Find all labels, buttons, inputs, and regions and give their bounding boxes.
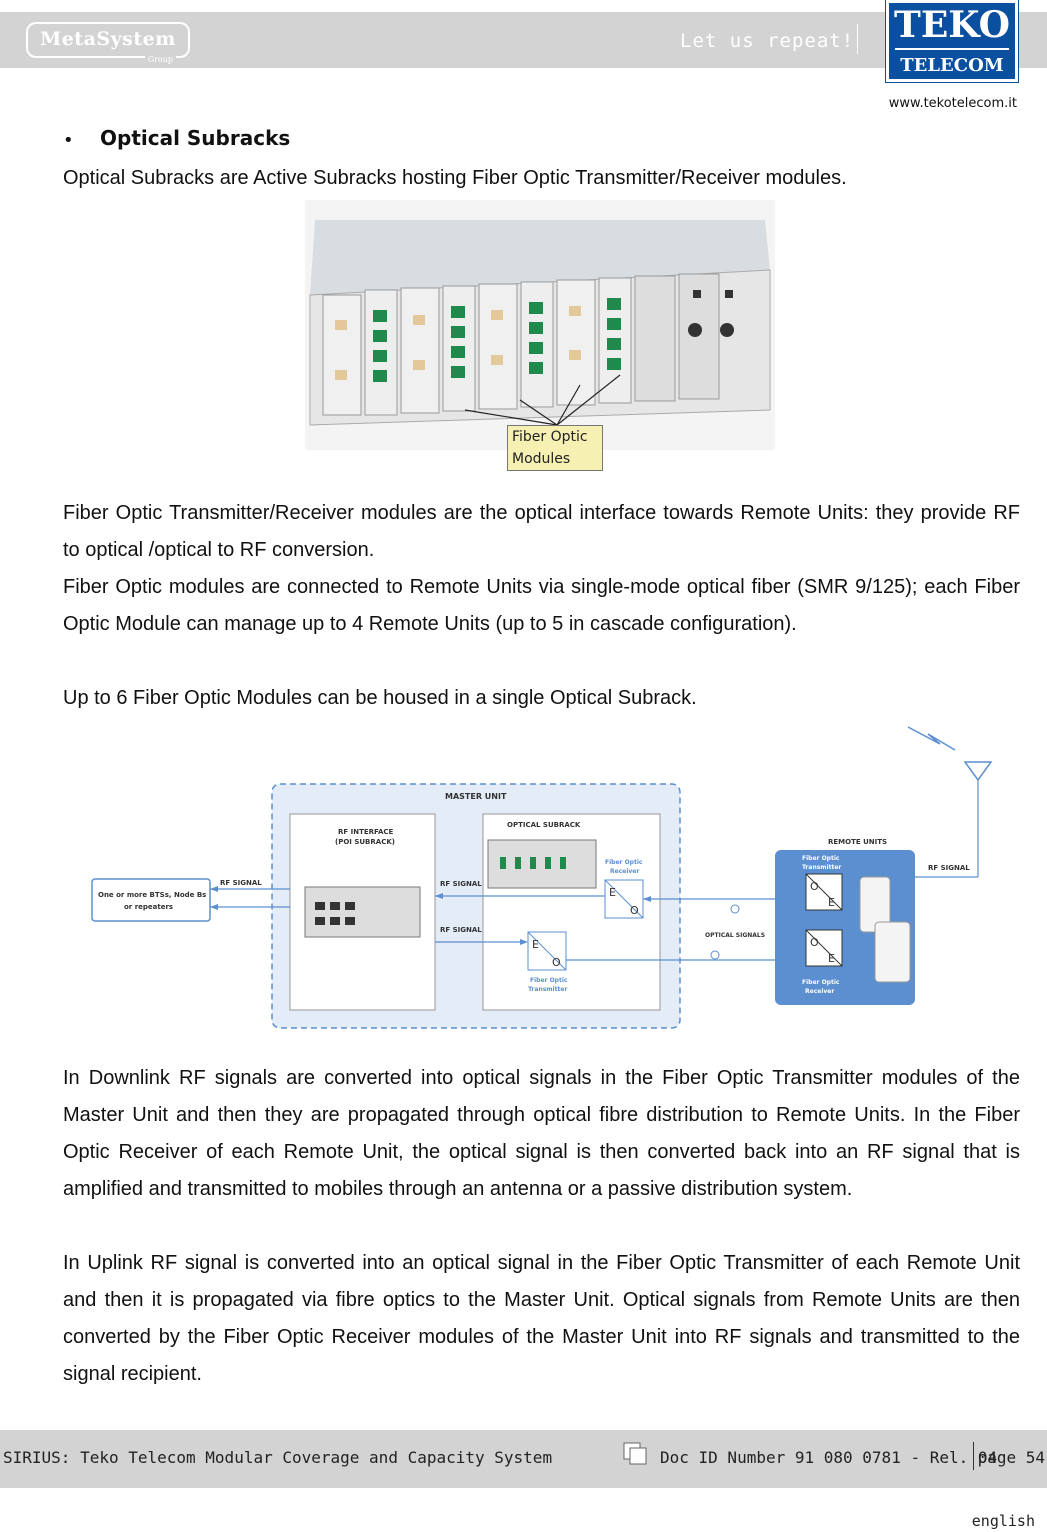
section-heading: Optical Subracks <box>100 126 291 150</box>
footer-divider <box>973 1442 974 1470</box>
remote-units-label: REMOTE UNITS <box>828 838 887 846</box>
ru-tx-e: E <box>828 896 835 909</box>
paragraph-5: In Uplink RF signal is converted into an… <box>63 1252 1020 1385</box>
teko-logo-rule <box>895 48 1009 50</box>
optical-subrack-label: OPTICAL SUBRACK <box>507 821 581 829</box>
rf-interface-label-1: RF INTERFACE <box>338 828 394 836</box>
footer-bar <box>0 1430 1047 1488</box>
ru-receiver-label-2: Receiver <box>805 988 834 995</box>
fo-receiver-e: E <box>609 886 616 899</box>
paragraph-4: In Downlink RF signals are converted int… <box>63 1067 1020 1200</box>
ru-receiver-label-1: Fiber Optic <box>802 979 840 986</box>
rf-signal-label-left: RF SIGNAL <box>220 879 262 887</box>
paragraph-1: Fiber Optic Transmitter/Receiver modules… <box>63 502 1020 561</box>
paragraph-3: Up to 6 Fiber Optic Modules can be house… <box>63 687 697 709</box>
photo-caption-line2: Modules <box>512 451 571 467</box>
rf-signal-label-right: RF SIGNAL <box>928 864 970 872</box>
rf-interface-label-2: (POI SUBRACK) <box>335 838 395 846</box>
footer-doc-id: Doc ID Number 91 080 0781 - Rel. 04 <box>660 1448 998 1467</box>
teko-telecom-logo: TEKO TELECOM <box>886 0 1018 82</box>
photo-caption-line1: Fiber Optic <box>512 429 588 445</box>
fo-receiver-label-1: Fiber Optic <box>605 859 643 866</box>
ru-transmitter-label-2: Transmitter <box>802 864 841 871</box>
ru-rx-e: E <box>828 952 835 965</box>
system-diagram: MASTER UNIT RF INTERFACE (POI SUBRACK) O… <box>91 726 993 1029</box>
fo-transmitter-label-1: Fiber Optic <box>530 977 568 984</box>
footer-document-title: SIRIUS: Teko Telecom Modular Coverage an… <box>3 1448 553 1467</box>
fo-transmitter-label-2: Transmitter <box>528 986 567 993</box>
master-unit-label: MASTER UNIT <box>445 792 507 801</box>
paragraph-2: Fiber Optic modules are connected to Rem… <box>63 576 1020 635</box>
ru-tx-o: O <box>810 880 819 893</box>
intro-paragraph: Optical Subracks are Active Subracks hos… <box>63 167 847 189</box>
slogan: Let us repeat! <box>680 30 855 52</box>
website-url: www.tekotelecom.it <box>888 96 1017 111</box>
language-label: english <box>971 1512 1035 1530</box>
bts-label-2: or repeaters <box>124 903 173 911</box>
fo-transmitter-o: O <box>552 956 561 969</box>
metasystem-logo-name: MetaSystem <box>40 28 176 50</box>
ru-rx-o: O <box>810 936 819 949</box>
antenna-icon <box>963 761 993 782</box>
wireless-signal-icon <box>907 726 956 751</box>
fo-receiver-o: O <box>630 904 639 917</box>
rf-signal-label-top: RF SIGNAL <box>440 880 482 888</box>
rf-signal-label-bottom: RF SIGNAL <box>440 926 482 934</box>
teko-logo-bottom: TELECOM <box>900 55 1004 76</box>
header-divider <box>857 24 858 54</box>
fo-transmitter-e: E <box>532 938 539 951</box>
teko-logo-top: TEKO <box>894 4 1010 46</box>
poi-subrack-image <box>304 886 421 938</box>
photo-caption: Fiber Optic Modules <box>507 425 603 471</box>
fo-receiver-label-2: Receiver <box>610 868 639 875</box>
optical-signals-label: OPTICAL SIGNALS <box>705 932 765 939</box>
ru-transmitter-label-1: Fiber Optic <box>802 855 840 862</box>
optical-subrack-photo <box>305 200 775 450</box>
bts-label-1: One or more BTSs, Node Bs <box>98 891 206 899</box>
metasystem-logo-sub: Group <box>144 55 176 64</box>
bts-box <box>91 878 211 922</box>
metasystem-logo: MetaSystem Group <box>26 22 190 64</box>
remote-unit-image-2 <box>874 921 911 983</box>
footer-page-number: page 54 <box>977 1448 1045 1467</box>
document-icon <box>623 1442 647 1465</box>
bullet: • <box>63 130 74 151</box>
